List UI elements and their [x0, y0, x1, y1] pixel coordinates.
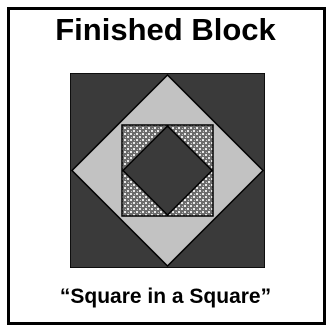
square-in-a-square-quilt-block-icon: [70, 73, 265, 268]
block-caption: “Square in a Square”: [0, 283, 331, 311]
page-title: Finished Block: [0, 10, 331, 50]
